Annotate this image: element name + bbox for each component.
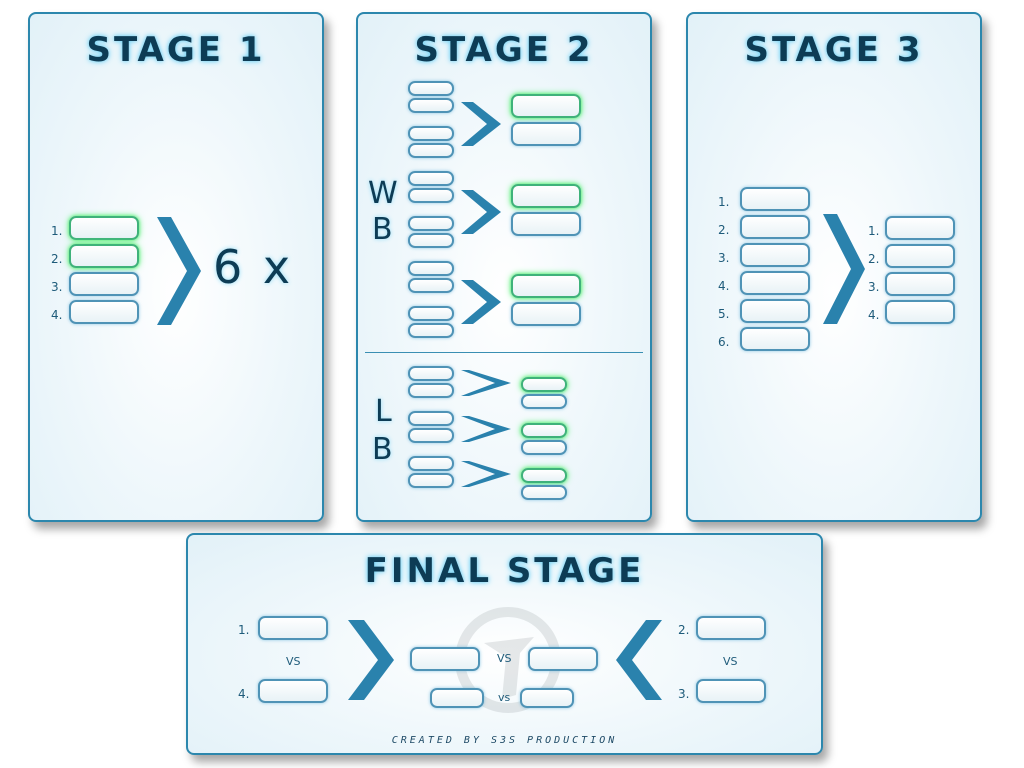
player-slot — [885, 272, 955, 296]
player-slot — [511, 302, 581, 326]
player-slot-advancing — [521, 468, 567, 483]
player-slot — [885, 216, 955, 240]
player-slot — [511, 122, 581, 146]
player-slot — [408, 456, 454, 471]
player-slot — [521, 440, 567, 455]
seed-number: 2. — [678, 623, 690, 637]
seed-number: 3. — [718, 251, 730, 265]
player-slot — [408, 126, 454, 141]
player-slot — [740, 271, 810, 295]
stage-3-panel: STAGE 3 1. 2. 3. 4. 5. 6. 1. 2. 3. 4. — [686, 12, 982, 522]
player-slot-advancing — [521, 377, 567, 392]
advance-arrow-icon — [461, 416, 511, 442]
stage-2-title: STAGE 2 — [414, 30, 594, 70]
player-slot — [69, 272, 139, 296]
vs-label: VS — [286, 655, 301, 668]
advance-arrow-icon — [348, 620, 394, 700]
player-slot — [885, 244, 955, 268]
player-slot — [408, 278, 454, 293]
player-slot — [408, 306, 454, 321]
bracket-divider — [365, 352, 643, 353]
seed-number: 1. — [868, 224, 880, 238]
player-slot-advancing — [511, 274, 581, 298]
player-slot-advancing — [511, 94, 581, 118]
player-slot — [408, 233, 454, 248]
winners-bracket-letter: W — [368, 176, 398, 211]
player-slot — [258, 616, 328, 640]
third-place-slot — [520, 688, 574, 708]
player-slot — [408, 81, 454, 96]
stage-3-title: STAGE 3 — [744, 30, 924, 70]
player-slot-advancing — [521, 423, 567, 438]
seed-number: 6. — [718, 335, 730, 349]
player-slot — [696, 616, 766, 640]
player-slot — [408, 188, 454, 203]
grand-final-slot — [410, 647, 480, 671]
seed-number: 2. — [868, 252, 880, 266]
stage-2-panel: STAGE 2 W B L B — [356, 12, 652, 522]
third-place-slot — [430, 688, 484, 708]
player-slot — [408, 143, 454, 158]
losers-bracket-letter: L — [375, 394, 392, 429]
seed-number: 4. — [868, 308, 880, 322]
player-slot — [740, 215, 810, 239]
seed-number: 3. — [678, 687, 690, 701]
player-slot — [740, 299, 810, 323]
player-slot-advancing — [511, 184, 581, 208]
advance-arrow-icon — [616, 620, 662, 700]
seed-number: 5. — [718, 307, 730, 321]
advance-arrow-icon — [461, 370, 511, 396]
winners-bracket-letter: B — [372, 212, 393, 247]
player-slot — [740, 327, 810, 351]
multiplier-label: 6 x — [213, 240, 291, 294]
advance-arrow-icon — [823, 214, 865, 324]
advance-arrow-icon — [461, 280, 501, 324]
player-slot — [408, 411, 454, 426]
losers-bracket-letter: B — [372, 432, 393, 467]
player-slot-advancing — [69, 244, 139, 268]
vs-small-label: vs — [498, 691, 511, 704]
seed-number: 2. — [51, 252, 63, 266]
advance-arrow-icon — [461, 461, 511, 487]
player-slot — [408, 383, 454, 398]
player-slot — [740, 243, 810, 267]
stage-1-panel: STAGE 1 1. 2. 3. 4. 6 x — [28, 12, 324, 522]
player-slot — [69, 300, 139, 324]
stage-1-title: STAGE 1 — [86, 30, 266, 70]
vs-label: VS — [723, 655, 738, 668]
seed-number: 3. — [868, 280, 880, 294]
credit-text: CREATED BY S3S PRODUCTION — [391, 735, 618, 746]
seed-number: 1. — [238, 623, 250, 637]
player-slot — [408, 261, 454, 276]
grand-final-slot — [528, 647, 598, 671]
player-slot — [740, 187, 810, 211]
player-slot — [408, 216, 454, 231]
seed-number: 4. — [718, 279, 730, 293]
seed-number: 3. — [51, 280, 63, 294]
player-slot — [696, 679, 766, 703]
player-slot — [408, 366, 454, 381]
player-slot — [408, 473, 454, 488]
player-slot — [408, 171, 454, 186]
player-slot — [408, 428, 454, 443]
seed-number: 1. — [718, 195, 730, 209]
player-slot-advancing — [69, 216, 139, 240]
player-slot — [258, 679, 328, 703]
player-slot — [521, 394, 567, 409]
advance-arrow-icon — [461, 190, 501, 234]
final-stage-panel: FINAL STAGE 1. VS 4. VS vs 2. VS 3. CREA… — [186, 533, 823, 755]
seed-number: 2. — [718, 223, 730, 237]
vs-label: VS — [497, 652, 512, 665]
player-slot — [511, 212, 581, 236]
player-slot — [408, 98, 454, 113]
advance-arrow-icon — [461, 102, 501, 146]
seed-number: 4. — [238, 687, 250, 701]
player-slot — [408, 323, 454, 338]
player-slot — [521, 485, 567, 500]
final-stage-title: FINAL STAGE — [364, 551, 645, 591]
player-slot — [885, 300, 955, 324]
seed-number: 4. — [51, 308, 63, 322]
seed-number: 1. — [51, 224, 63, 238]
advance-arrow-icon — [157, 217, 201, 325]
